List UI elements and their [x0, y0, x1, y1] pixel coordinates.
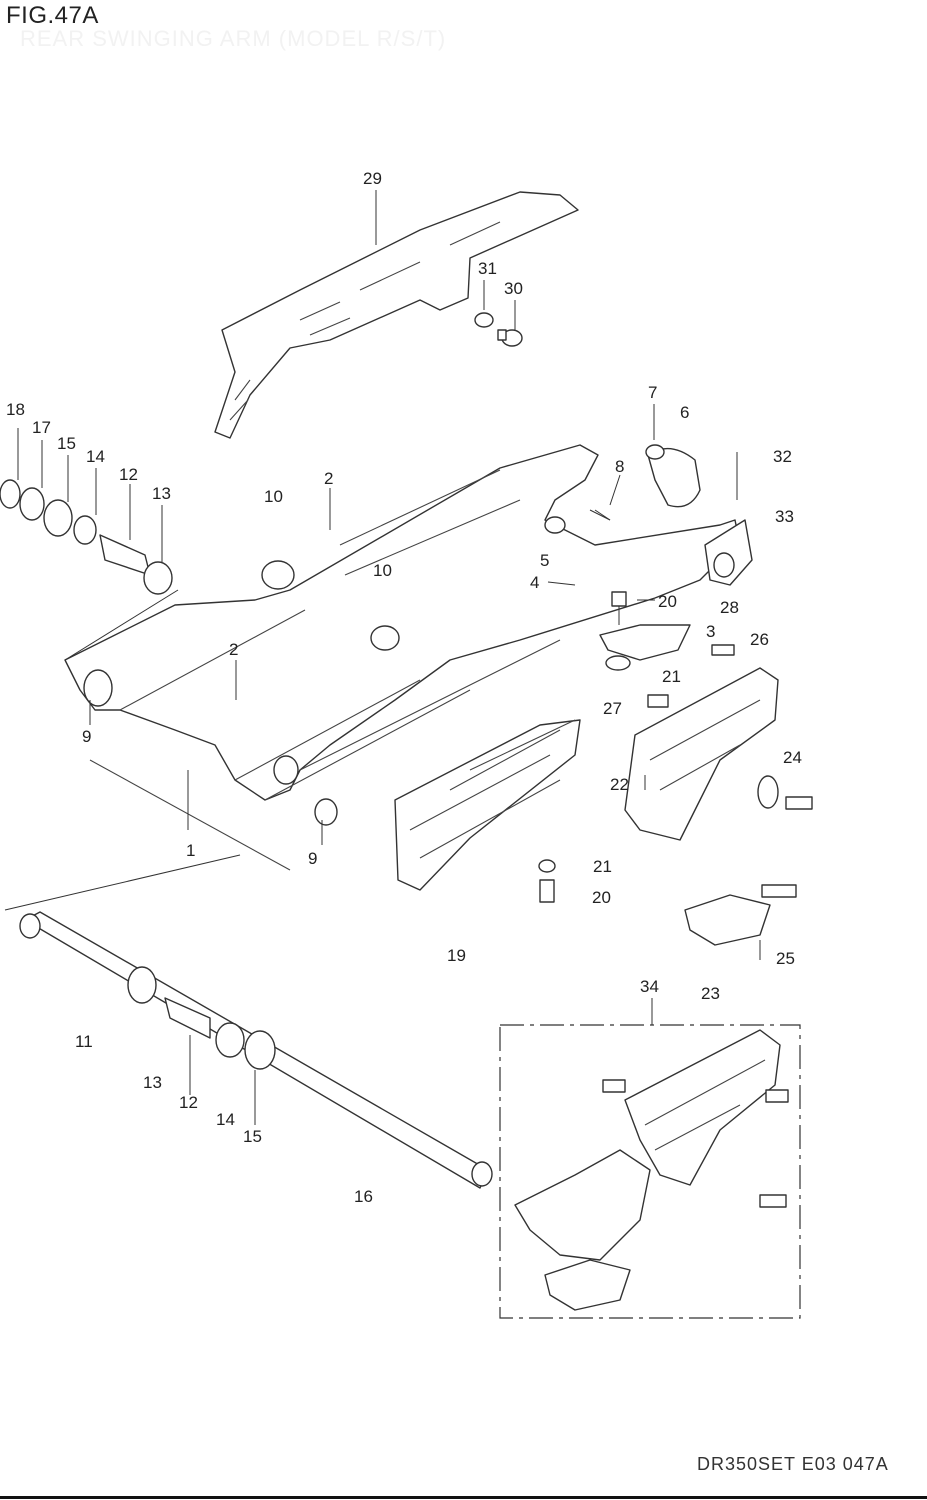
figure-subtitle: REAR SWINGING ARM (MODEL R/S/T) [20, 26, 447, 51]
callout-18: 18 [6, 400, 25, 419]
callout-6: 6 [680, 403, 689, 422]
callout-13: 13 [143, 1073, 162, 1092]
chain-buffer-19 [394, 719, 581, 891]
callout-1: 1 [186, 841, 195, 860]
cushion-lever-28 [599, 624, 691, 661]
callout-26: 26 [750, 630, 769, 649]
callout-23: 23 [701, 984, 720, 1003]
pivot-spacer-12b [164, 997, 211, 1039]
pivot-spacer-12 [99, 534, 151, 576]
leader-lines [17, 190, 761, 1125]
callout-14: 14 [86, 447, 105, 466]
callout-19: 19 [447, 946, 466, 965]
chain-adjuster-6 [589, 444, 701, 521]
callout-5: 5 [540, 551, 549, 570]
chain-case-bolt-30 [497, 329, 523, 347]
callout-15: 15 [57, 434, 76, 453]
callout-24: 24 [783, 748, 802, 767]
bottom-border-line [0, 1496, 927, 1499]
chain-guide-22 [624, 667, 779, 841]
callout-29: 29 [363, 169, 382, 188]
chain-guide-23 [684, 894, 771, 946]
drawing-reference-code: DR350SET E03 047A [697, 1454, 889, 1474]
callout-15: 15 [243, 1127, 262, 1146]
callout-25: 25 [776, 949, 795, 968]
callout-17: 17 [32, 418, 51, 437]
callout-9: 9 [308, 849, 317, 868]
shaft-assembly-line [4, 854, 241, 911]
callout-32: 32 [773, 447, 792, 466]
pivot-bearing-14b [215, 1022, 245, 1058]
callout-3: 3 [706, 622, 715, 641]
callout-4: 4 [530, 573, 539, 592]
pivot-seal-15 [43, 499, 73, 537]
swing-arm-body [64, 444, 741, 871]
callout-labels: 29 31 30 18 17 15 14 12 13 10 2 10 7 6 3… [6, 169, 802, 1206]
callout-31: 31 [478, 259, 497, 278]
callout-30: 30 [504, 279, 523, 298]
rear-brake-lever-arm-33 [704, 519, 753, 586]
pivot-nut-18 [0, 479, 21, 509]
callout-21: 21 [662, 667, 681, 686]
pivot-collar-13 [143, 561, 173, 595]
chain-case-part [214, 191, 579, 439]
callout-21: 21 [593, 857, 612, 876]
callout-22: 22 [610, 775, 629, 794]
pivot-seal-15b [244, 1030, 276, 1070]
inset-frame-34 [499, 1024, 801, 1319]
callout-11: 11 [75, 1032, 93, 1051]
callout-13: 13 [152, 484, 171, 503]
callout-20: 20 [592, 888, 611, 907]
callout-9: 9 [82, 727, 91, 746]
callout-33: 33 [775, 507, 794, 526]
pivot-bearing-14 [73, 515, 97, 545]
cushion-lever-washer-21 [605, 655, 631, 671]
pivot-washer-17 [19, 487, 45, 521]
callout-28: 28 [720, 598, 739, 617]
callout-12: 12 [179, 1093, 198, 1112]
inset-chain-guide-assembly [514, 1029, 789, 1311]
callout-14: 14 [216, 1110, 235, 1129]
pivot-assembly-line [64, 589, 179, 661]
pivot-collar-13b [127, 966, 157, 1004]
bolt-26 [711, 644, 735, 656]
buffer-bolt-20b [538, 859, 556, 903]
cushion-lever-bolt-20 [611, 591, 627, 625]
callout-20: 20 [658, 592, 677, 611]
callout-34: 34 [640, 977, 659, 996]
figure-title: FIG.47A [6, 2, 99, 29]
chain-case-washer-31 [474, 312, 494, 328]
pivot-collar-10 [261, 560, 400, 651]
callout-16: 16 [354, 1187, 373, 1206]
callout-10: 10 [373, 561, 392, 580]
callout-12: 12 [119, 465, 138, 484]
bolt-27 [647, 694, 669, 708]
cushion-rod-bracket-5 [544, 516, 566, 534]
callout-10: 10 [264, 487, 283, 506]
callout-2: 2 [324, 469, 333, 488]
callout-7: 7 [648, 383, 657, 402]
callout-27: 27 [603, 699, 622, 718]
callout-8: 8 [615, 457, 624, 476]
chain-guide-bolt-24 [785, 796, 813, 810]
chain-guide-bolt-25 [761, 884, 797, 898]
callout-2: 2 [229, 640, 238, 659]
